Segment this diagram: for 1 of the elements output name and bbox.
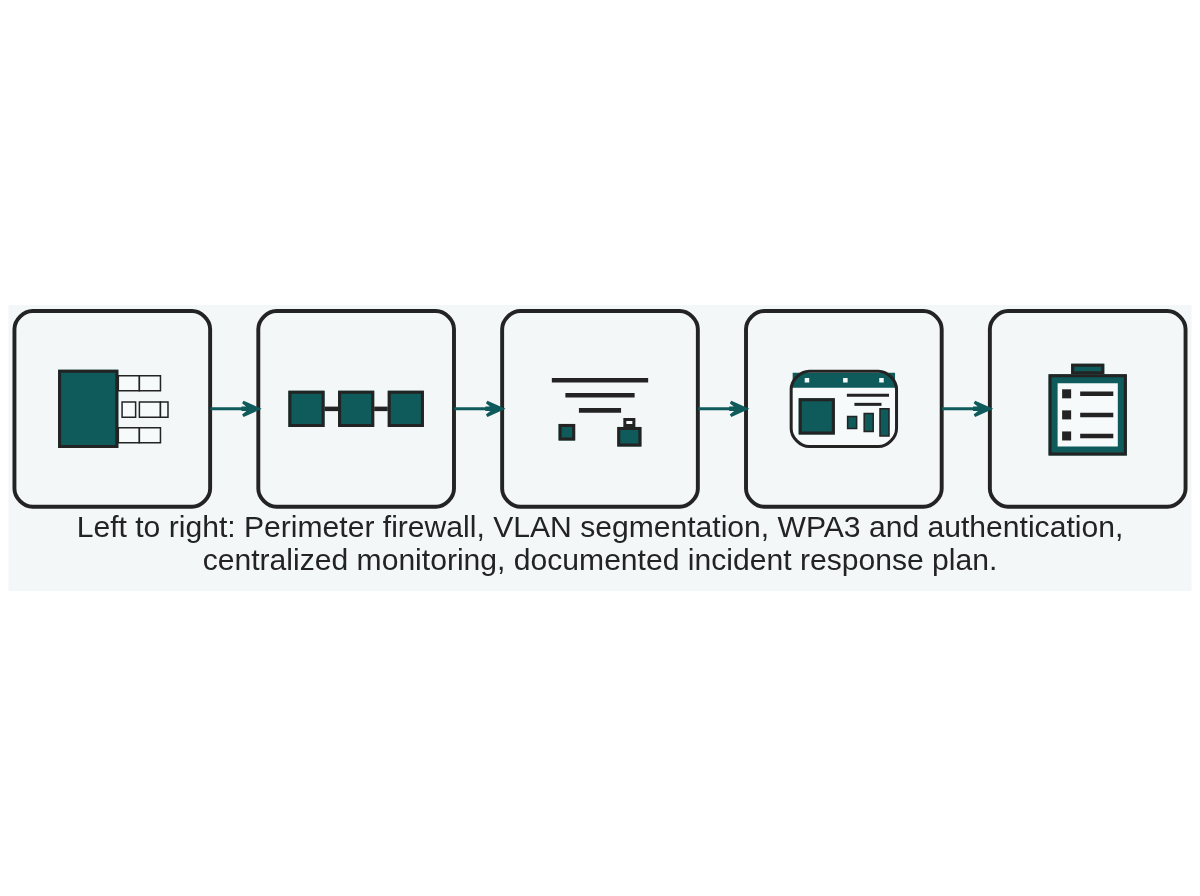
caption: Left to right: Perimeter firewall, VLAN segmentation, WPA3 and authentication, centralized monitoring, documented incident response plan. bbox=[76, 509, 1124, 576]
